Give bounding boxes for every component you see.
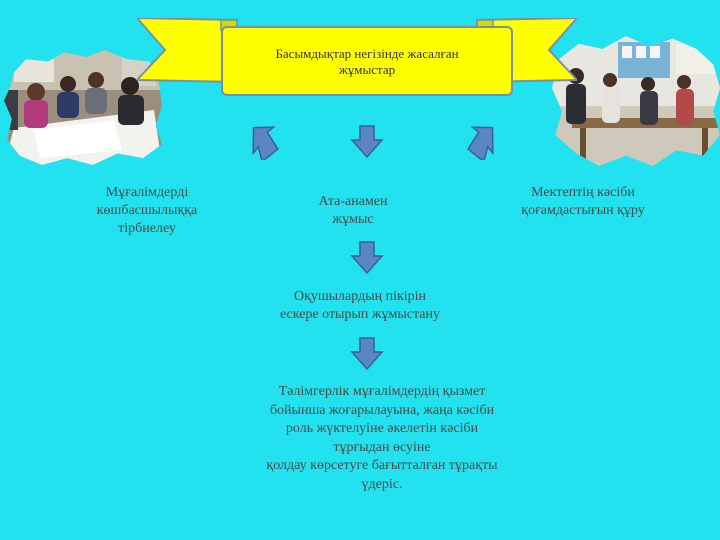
text-line: көшбасшылыққа [96,203,198,218]
text-line: Мұғалімдерді [105,185,189,200]
down-right-arrow-icon [467,126,494,160]
parents-work-text: Ата-анамен жұмыс [298,193,408,229]
text-line: қолдау көрсетуге бағытталған тұрақты [266,458,498,473]
text-line: жұмыс [332,212,374,227]
down-arrow-icon [350,337,384,371]
text-line: бойынша жоғарылауына, жаңа кәсіби [269,402,495,418]
banner-title-line-2: жұмыстар [338,62,396,77]
text-line: тұрғыдан өсуіне [333,439,431,455]
banner-title-line-1: Басымдықтар негізінде жасалған [275,46,459,61]
text-line: Мектептің кәсіби [531,185,635,200]
text-line: Оқушылардың пікірін [293,289,427,304]
text-line: Тәлімгерлік мұғалімдердің қызмет [278,384,486,399]
text-line: қоғамдастығын құру [521,203,645,218]
mentoring-process-text: Тәлімгерлік мұғалімдердің қызмет бойынша… [222,383,542,494]
text-line: үдеріс. [361,476,403,492]
title-banner: Басымдықтар негізінде жасалған жұмыстар [137,18,577,102]
text-line: тірбиелеу [118,221,176,236]
text-line: Ата-анамен [318,194,388,209]
down-arrow-icon [350,241,384,275]
teacher-leadership-text: Мұғалімдерді көшбасшылыққа тірбиелеу [62,184,232,238]
text-line: роль жүктелуіне әкелетін кәсіби [285,421,479,436]
professional-community-text: Мектептің кәсіби қоғамдастығын құру [498,184,668,220]
down-left-arrow-icon [252,126,279,160]
text-line: ескере отырып жұмыстану [279,307,441,322]
banner-title: Басымдықтар негізінде жасалған жұмыстар [221,26,513,96]
teachers-photo-right [552,36,720,166]
down-arrow-icon [350,125,384,159]
student-opinion-text: Оқушылардың пікірін ескере отырып жұмыст… [244,288,476,324]
